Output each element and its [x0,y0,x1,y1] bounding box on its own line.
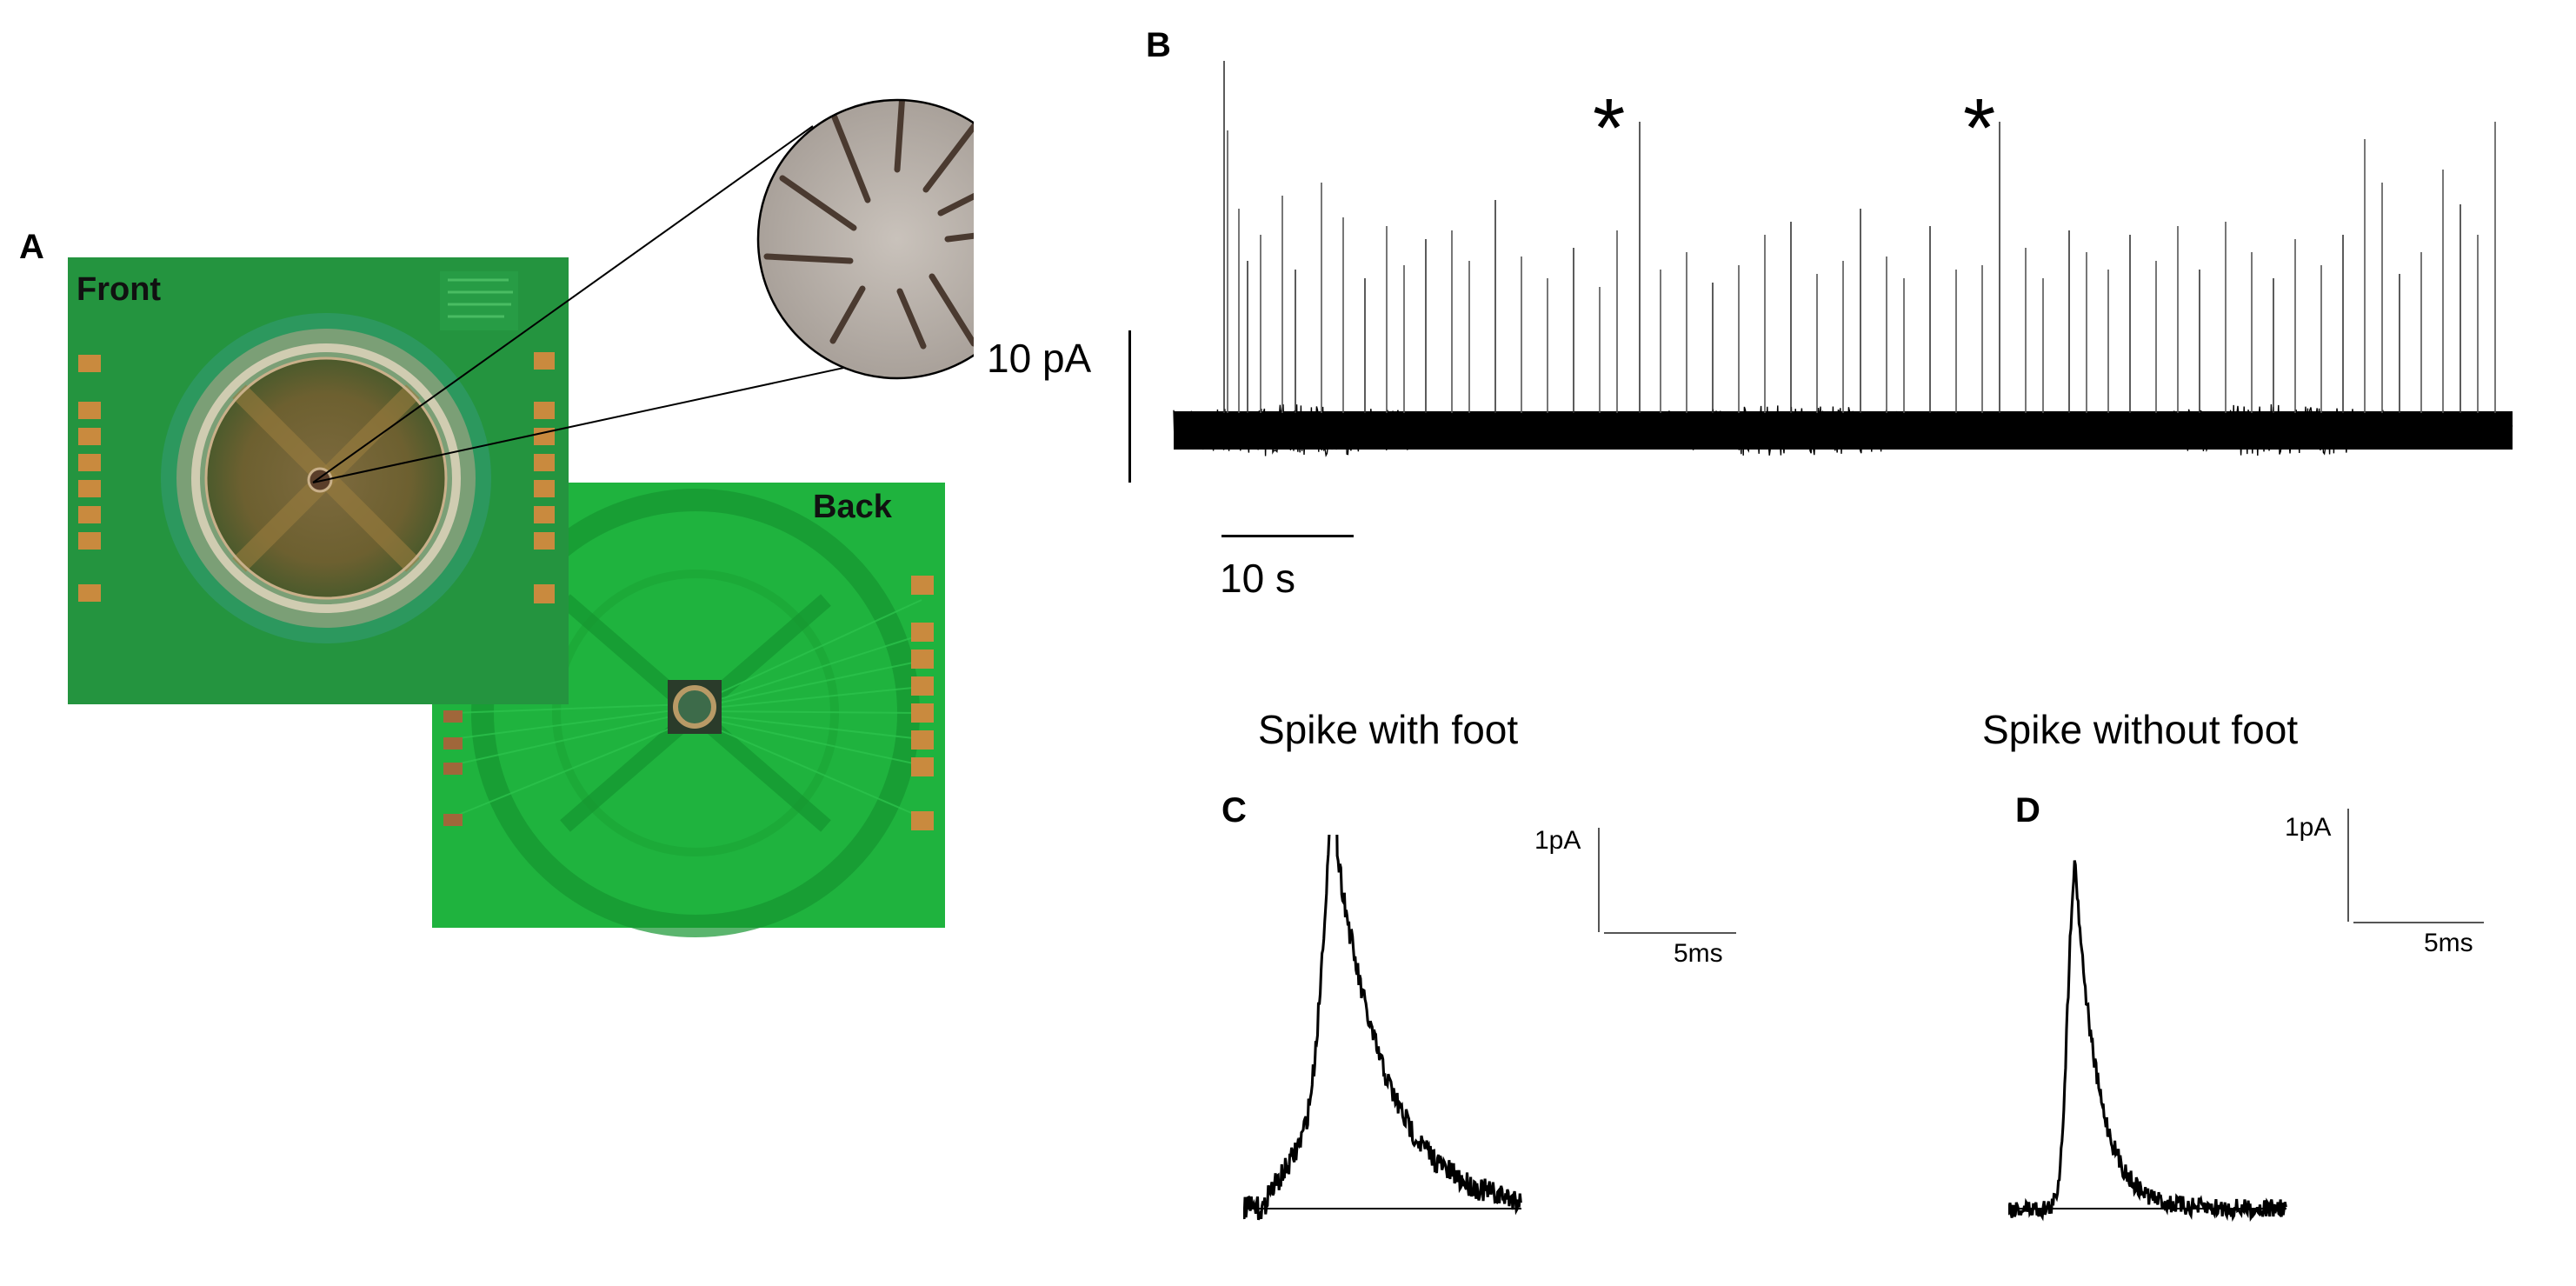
panel-d-letter: D [2015,791,2040,830]
c-y-scale-bar [1598,828,1600,932]
amperometric-trace [1173,61,2513,457]
b-x-scale-label: 10 s [1220,556,1295,601]
b-y-scale-bar [1128,330,1131,483]
panel-c-letter: C [1221,791,1247,830]
d-x-scale-label: 5ms [2424,929,2473,957]
spike-waveform [1243,835,1522,1221]
d-y-scale-label: 1pA [2285,813,2332,842]
star-marker-2: * [1963,82,1996,175]
front-label: Front [77,271,162,308]
panel-c-title: Spike with foot [1258,707,1519,752]
front-board [68,257,569,704]
c-x-scale-bar [1604,932,1736,934]
d-x-scale-bar [2353,922,2484,923]
electrode-zoom-inset [756,98,974,380]
noise-band-core [1174,411,2513,450]
spike-with-foot-trace [1243,835,1522,1221]
panel-d-title: Spike without foot [1982,707,2299,752]
b-x-scale-bar [1221,535,1354,537]
back-label: Back [813,489,892,525]
d-y-scale-bar [2347,809,2349,922]
c-x-scale-label: 5ms [1674,939,1723,968]
spike-without-foot-trace [2008,860,2287,1223]
c-y-scale-label: 1pA [1534,826,1581,855]
spike-waveform [2008,860,2287,1223]
panel-a-figure [68,98,974,937]
panel-b-letter: B [1146,26,1171,64]
b-y-scale-label: 10 pA [987,336,1092,381]
star-marker-1: * [1593,82,1626,175]
panel-a-letter: A [19,228,44,266]
